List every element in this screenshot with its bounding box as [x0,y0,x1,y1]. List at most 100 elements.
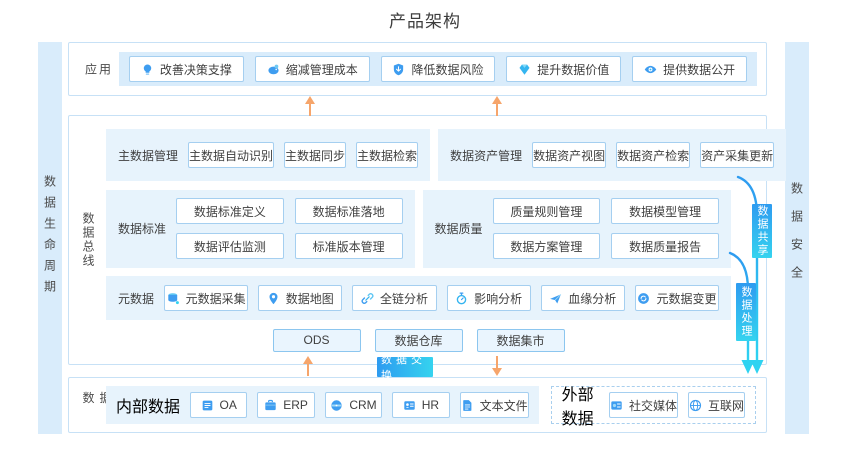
shield-icon [394,63,404,75]
briefcase-icon [265,399,276,410]
app-item-open-data[interactable]: 提供数据公开 [632,56,747,82]
crm-source-button[interactable]: CRM [324,392,383,418]
text-file-source-button[interactable]: 文本文件 [459,392,529,418]
app-item-reduce-risk[interactable]: 降低数据风险 [380,56,496,82]
button-label: HR [421,398,440,412]
external-data-group-label: 外部数据 [561,387,594,428]
stopwatch-icon [456,292,467,305]
text-file-icon [462,399,471,411]
internal-data-group: 内部数据 OA ERP CRM HR [106,386,539,424]
data-bus-section-label: 数据总线 [81,212,95,268]
master-data-search-button[interactable]: 主数据检索 [356,142,419,168]
button-label: 元数据采集 [185,291,246,306]
id-card-icon [404,400,415,410]
app-item-decision-support[interactable]: 改善决策支撑 [129,56,244,82]
storage-label: 数据仓库 [394,333,443,348]
button-label: 全链分析 [379,291,428,306]
lineage-analysis-button[interactable]: 血缘分析 [540,285,625,312]
master-data-asset-row: 主数据管理 主数据自动识别 主数据同步 主数据检索 数据资产管理 数据资产视图 … [106,129,787,181]
database-icon [167,293,179,304]
impact-analysis-button[interactable]: 影响分析 [446,285,531,312]
metadata-collect-button[interactable]: 元数据采集 [164,285,249,312]
app-item-label: 提供数据公开 [663,62,736,77]
button-label: 影响分析 [474,291,523,306]
data-evaluate-monitor-button[interactable]: 数据评估监测 [176,233,284,260]
quality-report-button[interactable]: 数据质量报告 [611,233,719,260]
master-data-sync-button[interactable]: 主数据同步 [284,142,347,168]
quality-rule-button[interactable]: 质量规则管理 [492,198,601,225]
flow-arrow-down [491,356,503,376]
data-share-label: 数据共享 [756,205,768,257]
button-label: 血缘分析 [568,291,617,306]
app-item-label: 提升数据价值 [537,62,610,77]
data-exchange-badge: 数据交换 [377,354,433,382]
button-label: CRM [349,398,377,412]
button-label: 数据质量报告 [629,239,702,254]
button-label: 主数据同步 [285,148,346,163]
flow-arrow-up [491,96,503,116]
master-data-auto-identify-button[interactable]: 主数据自动识别 [188,142,275,168]
full-chain-analysis-button[interactable]: 全链分析 [352,285,437,312]
button-label: OA [219,398,237,412]
link-icon [361,292,374,304]
data-map-button[interactable]: 数据地图 [258,285,343,312]
button-label: 资产采集更新 [701,148,774,163]
standard-define-button[interactable]: 数据标准定义 [176,198,284,225]
data-standard-group-label: 数据标准 [118,222,167,237]
flow-arrow-up [302,356,314,376]
data-model-button[interactable]: 数据模型管理 [611,198,719,225]
metadata-change-button[interactable]: 元数据变更 [634,285,720,312]
lightbulb-icon [143,63,152,75]
standard-quality-row: 数据标准 数据标准定义 数据标准落地 数据评估监测 标准版本管理 数据质量 质量… [106,189,731,268]
data-asset-search-button[interactable]: 数据资产检索 [616,142,691,168]
data-plan-button[interactable]: 数据方案管理 [492,233,601,260]
oa-source-button[interactable]: OA [190,392,248,418]
refresh-icon [638,292,650,304]
standard-version-button[interactable]: 标准版本管理 [294,233,403,260]
button-label: 互联网 [707,398,744,413]
disc-icon [331,399,343,411]
ods-box[interactable]: ODS [272,328,361,352]
app-item-label: 改善决策支撑 [159,62,232,77]
data-exchange-label: 数据交换 [381,354,426,382]
social-media-icon [611,400,622,410]
button-label: 文本文件 [479,398,528,413]
data-mart-box[interactable]: 数据集市 [476,328,565,352]
master-data-group: 主数据管理 主数据自动识别 主数据同步 主数据检索 [106,129,431,181]
asset-collect-update-button[interactable]: 资产采集更新 [700,142,775,168]
lifecycle-bar: 数据生命周期 [38,42,62,434]
diamond-icon [519,64,530,75]
erp-source-button[interactable]: ERP [257,392,315,418]
app-item-reduce-cost[interactable]: 缩减管理成本 [254,56,370,82]
button-label: 数据地图 [285,291,334,306]
hr-source-button[interactable]: HR [392,392,450,418]
data-source-content: 内部数据 OA ERP CRM HR [106,386,756,428]
data-asset-group: 数据资产管理 数据资产视图 数据资产检索 资产采集更新 [438,129,787,181]
app-item-label: 缩减管理成本 [285,62,358,77]
button-label: 数据标准落地 [312,204,385,219]
button-label: 社交媒体 [628,398,677,413]
standard-landing-button[interactable]: 数据标准落地 [294,198,403,225]
data-warehouse-box[interactable]: 数据仓库 [374,328,463,352]
data-process-label: 数据处理 [740,286,752,338]
data-share-badge: 数据共享 [752,204,772,258]
data-asset-view-button[interactable]: 数据资产视图 [532,142,607,168]
piggy-bank-icon [268,64,279,74]
data-quality-group-label: 数据质量 [434,222,483,237]
data-standard-group: 数据标准 数据标准定义 数据标准落地 数据评估监测 标准版本管理 [106,189,415,268]
external-data-group: 外部数据 社交媒体 互联网 [550,386,756,428]
button-label: 数据资产视图 [533,148,606,163]
button-label: 标准版本管理 [312,239,385,254]
oa-doc-icon [202,400,212,410]
app-item-increase-value[interactable]: 提升数据价值 [506,56,622,82]
storage-label: 数据集市 [496,333,545,348]
paper-plane-icon [550,293,562,304]
flow-arrow-up [304,96,316,116]
security-bar: 数据安全 [785,42,809,434]
social-media-source-button[interactable]: 社交媒体 [608,392,678,418]
app-item-label: 降低数据风险 [411,62,484,77]
button-label: 主数据自动识别 [189,148,274,163]
internet-source-button[interactable]: 互联网 [687,392,745,418]
lifecycle-bar-label: 数据生命周期 [42,175,57,301]
data-bus-section: 数据总线 主数据管理 主数据自动识别 主数据同步 主数据检索 数据资产管理 数据… [68,115,787,365]
